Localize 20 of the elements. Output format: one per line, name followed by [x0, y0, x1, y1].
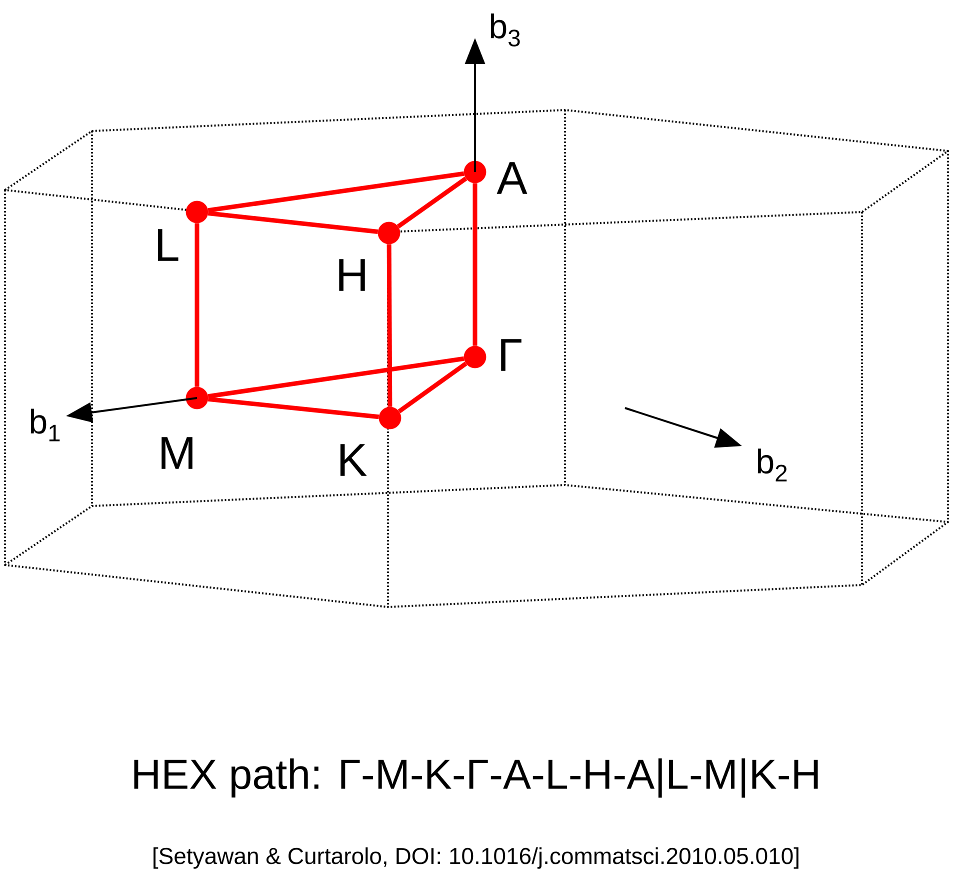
title: HEX path: Γ-M-K-Γ-A-L-H-A|L-M|K-H: [134, 758, 818, 798]
path-line: [396, 176, 468, 228]
path-line: [472, 183, 478, 346]
point-label: M: [162, 437, 192, 469]
caption: [Setyawan & Curtarolo, DOI: 10.1016/j.commatsci.2010.05.010]: [154, 847, 798, 869]
path-line: [208, 171, 464, 213]
path-line: [194, 223, 200, 387]
path-line: [386, 244, 392, 407]
axis-label: b$_{2}$: [758, 448, 787, 482]
axis-label: b$_{1}$: [30, 408, 60, 442]
path-line: [398, 362, 468, 414]
axis-label: b$_{3}$: [490, 14, 520, 46]
path-line: [208, 356, 464, 399]
point-label: L: [158, 229, 178, 261]
path-line: [208, 210, 378, 234]
path-line: [208, 396, 380, 420]
point-label: A: [496, 162, 528, 194]
point-label: H: [339, 259, 365, 291]
point-label: K: [340, 444, 367, 476]
point-label: Γ: [501, 339, 522, 371]
